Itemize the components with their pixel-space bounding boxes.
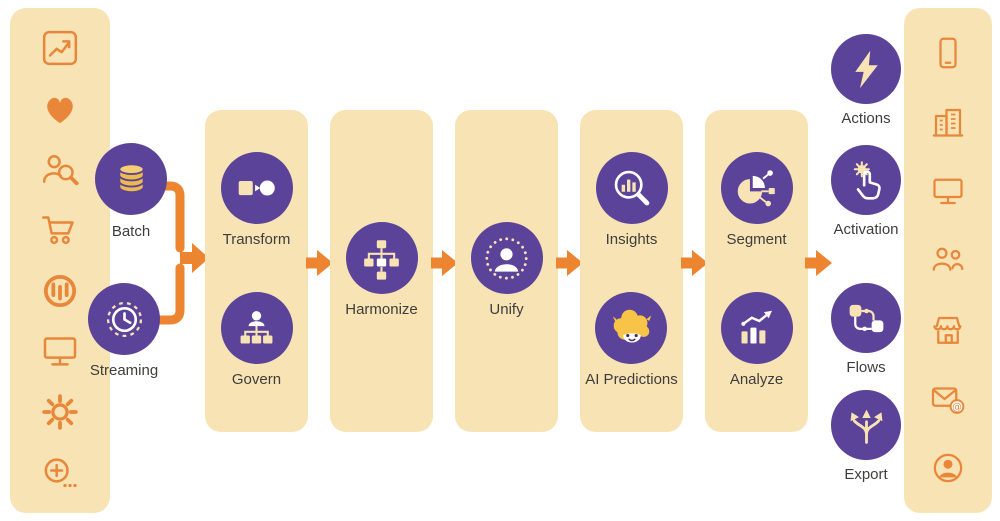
streaming-label: Streaming bbox=[89, 362, 159, 379]
govern-item: Govern bbox=[220, 292, 293, 390]
ingest-connector bbox=[152, 181, 209, 325]
transform-node bbox=[220, 152, 293, 225]
svg-text:@: @ bbox=[952, 402, 962, 413]
insights-item: Insights bbox=[595, 152, 668, 250]
unify-icon bbox=[485, 237, 528, 280]
govern-icon bbox=[240, 310, 273, 344]
analytics-chart-icon bbox=[42, 31, 78, 66]
batch-node bbox=[95, 143, 167, 215]
flows-output: Flows bbox=[826, 283, 906, 378]
unify-node bbox=[470, 222, 543, 295]
lightning-icon bbox=[854, 50, 878, 88]
analyze-node bbox=[720, 292, 793, 365]
add-more-icon bbox=[44, 458, 77, 487]
hand-gear-icon bbox=[853, 160, 881, 200]
unify-label: Unify bbox=[489, 301, 524, 319]
govern-label: Govern bbox=[231, 371, 282, 389]
transform-icon bbox=[238, 180, 275, 196]
desktop-icon bbox=[933, 178, 963, 205]
export-node bbox=[831, 390, 901, 460]
ai-predictions-label: AI Predictions bbox=[585, 371, 678, 389]
destinations-panel: @ bbox=[904, 8, 992, 513]
activation-label: Activation bbox=[833, 221, 899, 238]
flow-arrow bbox=[556, 250, 583, 276]
storefront-icon bbox=[933, 316, 962, 344]
flow-arrow bbox=[431, 250, 458, 276]
unify-item: Unify bbox=[470, 222, 543, 320]
stage-transform-govern: Transform Govern bbox=[205, 110, 308, 432]
stage-unify: Unify bbox=[455, 110, 558, 432]
mulesoft-icon bbox=[43, 274, 77, 307]
buildings-icon bbox=[932, 108, 964, 137]
shopping-cart-icon bbox=[42, 216, 74, 245]
ai-predictions-item: AI Predictions bbox=[585, 292, 678, 390]
clock-icon bbox=[106, 301, 142, 337]
stage-segment-analyze: Segment Analyze bbox=[705, 110, 808, 432]
insights-icon bbox=[614, 170, 650, 206]
insights-label: Insights bbox=[605, 231, 658, 249]
flows-node bbox=[831, 283, 901, 353]
team-icon bbox=[932, 248, 964, 272]
stage-insights-ai: Insights AI Predictions bbox=[580, 110, 683, 432]
ingest-arrow bbox=[180, 243, 209, 273]
analyze-icon bbox=[741, 310, 772, 344]
actions-output: Actions bbox=[826, 34, 906, 129]
export-output: Export bbox=[826, 390, 906, 485]
streaming-node bbox=[88, 283, 160, 355]
stage-harmonize: Harmonize bbox=[330, 110, 433, 432]
harmonize-label: Harmonize bbox=[345, 301, 418, 319]
activation-node bbox=[831, 145, 901, 215]
transform-item: Transform bbox=[220, 152, 293, 250]
desktop-icon bbox=[43, 337, 77, 367]
segment-item: Segment bbox=[720, 152, 793, 250]
segment-icon bbox=[737, 169, 775, 206]
database-icon bbox=[117, 162, 145, 193]
activation-output: Activation bbox=[826, 145, 906, 240]
mobile-phone-icon bbox=[939, 37, 957, 69]
sources-panel bbox=[10, 8, 110, 513]
harmonize-item: Harmonize bbox=[345, 222, 418, 320]
analyze-label: Analyze bbox=[729, 371, 784, 389]
flow-arrow bbox=[805, 250, 832, 276]
insights-node bbox=[595, 152, 668, 225]
govern-node bbox=[220, 292, 293, 365]
harmonize-node bbox=[345, 222, 418, 295]
flows-label: Flows bbox=[846, 359, 886, 376]
flow-arrow bbox=[681, 250, 708, 276]
einstein-icon bbox=[612, 309, 652, 343]
actions-label: Actions bbox=[841, 110, 891, 127]
email-at-icon: @ bbox=[931, 387, 965, 414]
batch-label: Batch bbox=[111, 223, 151, 240]
transform-label: Transform bbox=[222, 231, 291, 249]
segment-node bbox=[720, 152, 793, 225]
avatar-icon bbox=[933, 454, 963, 483]
harmonize-icon bbox=[364, 239, 399, 280]
actions-node bbox=[831, 34, 901, 104]
ai-predictions-node bbox=[595, 292, 668, 365]
export-label: Export bbox=[844, 466, 888, 483]
export-arrows-icon bbox=[850, 409, 882, 444]
gear-icon bbox=[42, 394, 78, 430]
heart-icon bbox=[47, 97, 73, 124]
flow-arrow bbox=[306, 250, 333, 276]
customer-search-icon bbox=[42, 154, 79, 185]
segment-label: Segment bbox=[726, 231, 787, 249]
analyze-item: Analyze bbox=[720, 292, 793, 390]
flow-icon bbox=[849, 304, 883, 332]
